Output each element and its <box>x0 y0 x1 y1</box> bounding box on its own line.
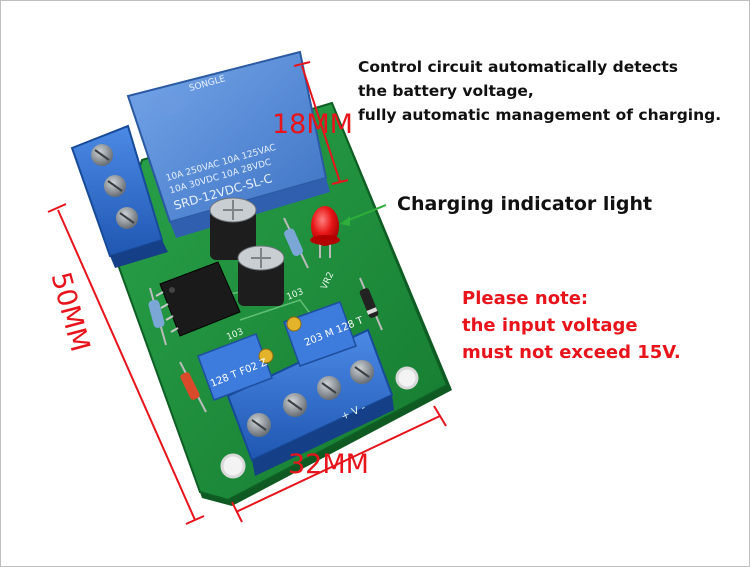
warning-note: Please note: the input voltage must not … <box>462 285 681 366</box>
info-line: the battery voltage, <box>358 82 534 100</box>
dimension-label-height: 18MM <box>272 109 353 140</box>
indicator-label: Charging indicator light <box>397 193 653 215</box>
terminal-block-bottom: + V - <box>226 328 394 476</box>
info-line: Control circuit automatically detects <box>358 58 678 76</box>
diode <box>179 361 207 413</box>
indicator-pointer <box>340 204 387 226</box>
resistor <box>283 217 309 269</box>
dimension-marker-18mm <box>293 61 349 185</box>
diode <box>359 277 383 331</box>
note-line: must not exceed 15V. <box>462 342 681 363</box>
terminal-block-left <box>70 124 168 268</box>
led-indicator <box>310 206 340 258</box>
potentiometer: 203 M 128 T 103 VR2 <box>283 271 366 367</box>
info-text-block: Control circuit automatically detects th… <box>358 55 721 127</box>
capacitor <box>237 245 285 306</box>
note-line: the input voltage <box>462 315 638 336</box>
dimension-marker-32mm <box>231 405 447 523</box>
info-line: fully automatic management of charging. <box>358 106 722 124</box>
ic-chip <box>155 261 241 337</box>
dimension-marker-50mm <box>47 203 205 525</box>
resistor <box>148 287 167 346</box>
capacitor <box>209 197 257 260</box>
mounting-hole <box>220 453 246 479</box>
note-line: Please note: <box>462 288 589 309</box>
mounting-hole <box>395 366 419 390</box>
dimension-label-width: 32MM <box>288 449 369 480</box>
